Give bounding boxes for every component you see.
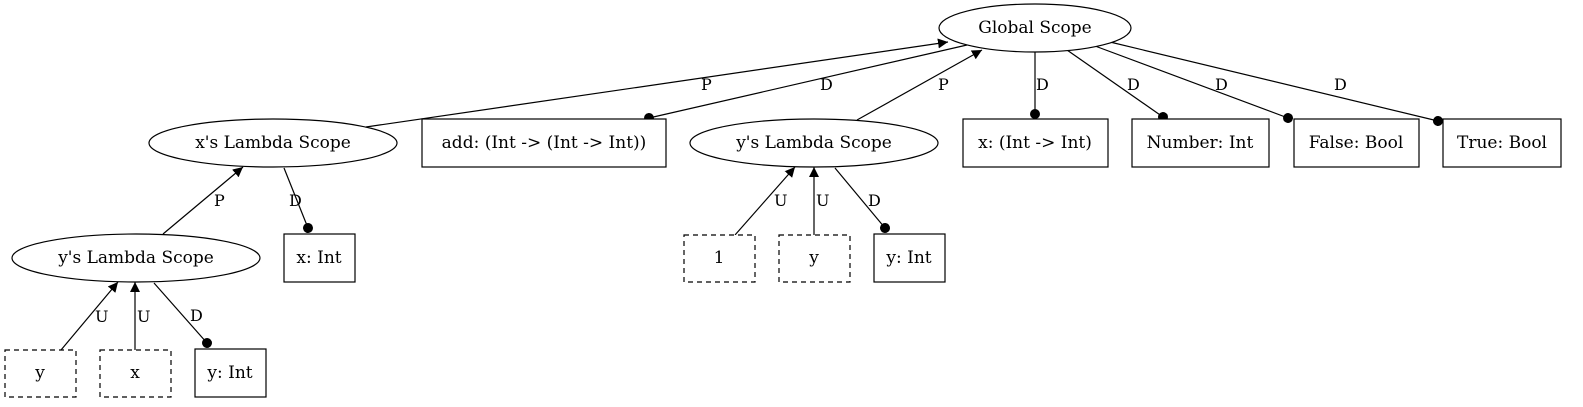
false-declaration-node: False: Bool xyxy=(1293,118,1420,168)
edge-label: D xyxy=(190,306,203,325)
edge-label: D xyxy=(1036,75,1049,94)
edge-x-fn-to-global: D xyxy=(1030,52,1049,119)
edge-label: U xyxy=(95,307,108,326)
nodes: Global Scope x's Lambda Scope add: (Int … xyxy=(4,3,1562,398)
node-label: y xyxy=(808,248,819,268)
edge-true-to-global: D xyxy=(1109,41,1443,126)
node-label: x: Int xyxy=(296,248,341,268)
y-reference-left-node: y xyxy=(4,349,77,398)
node-label: add: (Int -> (Int -> Int)) xyxy=(442,133,647,153)
y-int-declaration-left-node: y: Int xyxy=(194,348,267,398)
true-declaration-node: True: Bool xyxy=(1442,118,1562,168)
edge-x-ref-to-y-lambda-left: U xyxy=(130,282,150,350)
node-label: x's Lambda Scope xyxy=(195,133,351,153)
node-label: y's Lambda Scope xyxy=(57,248,214,268)
x-reference-left-node: x xyxy=(99,349,172,398)
node-label: False: Bool xyxy=(1309,133,1404,153)
edge-x-int-to-x-lambda: D xyxy=(283,167,313,233)
edge-false-to-global: D xyxy=(1094,45,1293,123)
edge-label: D xyxy=(289,191,302,210)
number-declaration-node: Number: Int xyxy=(1131,118,1270,168)
edge-label: P xyxy=(214,191,225,210)
y-int-declaration-right-node: y: Int xyxy=(873,233,946,283)
edge-label: D xyxy=(820,75,833,94)
edge-label: D xyxy=(1334,75,1347,94)
edge-x-lambda-to-global: P xyxy=(365,38,949,128)
edges: P D P D D D D P xyxy=(60,38,1443,351)
edge-label: D xyxy=(1215,75,1228,94)
y-lambda-scope-right-node: y's Lambda Scope xyxy=(689,118,939,168)
node-label: 1 xyxy=(714,248,725,268)
x-int-declaration-node: x: Int xyxy=(283,233,356,283)
edge-y-ref-to-y-lambda-right: U xyxy=(809,167,829,235)
edge-label: P xyxy=(938,75,949,94)
node-label: y: Int xyxy=(885,248,931,268)
edge-label: U xyxy=(774,191,787,210)
edge-y-int-to-y-lambda-left: D xyxy=(153,282,212,348)
edge-number-to-global: D xyxy=(1066,49,1168,122)
edge-y-lambda-left-to-x-lambda: P xyxy=(162,166,244,235)
node-label: y's Lambda Scope xyxy=(735,133,892,153)
node-label: Global Scope xyxy=(978,18,1091,38)
y-lambda-scope-left-node: y's Lambda Scope xyxy=(11,233,261,283)
node-label: y: Int xyxy=(206,363,252,383)
node-label: Number: Int xyxy=(1147,133,1254,153)
edge-y-lambda-right-to-global: P xyxy=(856,49,983,121)
edge-y-int-to-y-lambda-right: D xyxy=(834,167,890,233)
edge-y-ref-to-y-lambda-left: U xyxy=(60,281,119,351)
edge-label: U xyxy=(816,191,829,210)
edge-label: P xyxy=(701,75,712,94)
edge-label: D xyxy=(868,191,881,210)
x-fn-declaration-node: x: (Int -> Int) xyxy=(962,118,1109,168)
edge-one-to-y-lambda-right: U xyxy=(734,166,796,236)
edge-label: D xyxy=(1127,75,1140,94)
edge-add-to-global: D xyxy=(644,44,968,123)
one-reference-node: 1 xyxy=(683,234,756,283)
edge-label: U xyxy=(137,307,150,326)
node-label: True: Bool xyxy=(1457,133,1547,153)
add-declaration-node: add: (Int -> (Int -> Int)) xyxy=(421,118,667,168)
x-lambda-scope-node: x's Lambda Scope xyxy=(148,118,398,168)
y-reference-right-node: y xyxy=(778,234,851,283)
node-label: x: (Int -> Int) xyxy=(978,133,1092,153)
node-label: x xyxy=(130,363,140,383)
node-label: y xyxy=(34,363,45,383)
global-scope-node: Global Scope xyxy=(938,3,1132,53)
